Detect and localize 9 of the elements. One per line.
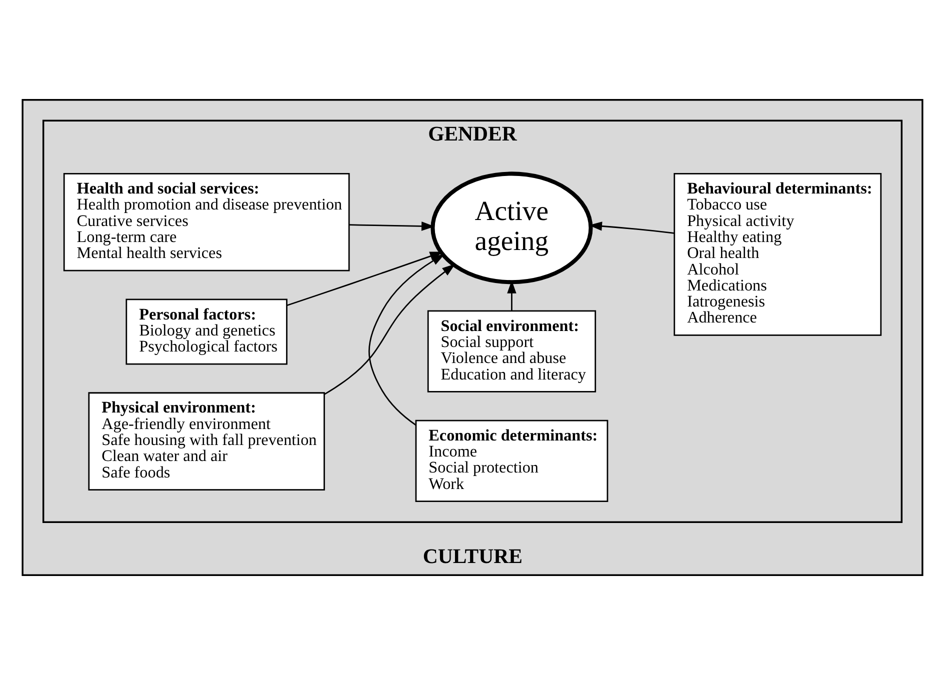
node-box: Behavioural determinants: Tobacco use Physical activity Healthy eating Oral health Alcohol Medications Iatrogenesis Adherence bbox=[674, 172, 882, 336]
node-box: Physical environment: Age-friendly environment Safe housing with fall prevention Clean water and air Safe foods bbox=[88, 392, 325, 490]
node-box: Social environment: Social support Violence and abuse Education and literacy bbox=[427, 310, 596, 392]
arrow bbox=[507, 280, 516, 310]
arrow bbox=[324, 263, 456, 394]
node-box: Economic determinants: Income Social protection Work bbox=[415, 419, 608, 502]
node-box: Health and social services: Health promotion and disease prevention Curative services Long-term care Mental health services bbox=[63, 172, 350, 271]
node-box: Personal factors: Biology and genetics Psychological factors bbox=[126, 298, 288, 364]
arrow bbox=[368, 254, 445, 426]
